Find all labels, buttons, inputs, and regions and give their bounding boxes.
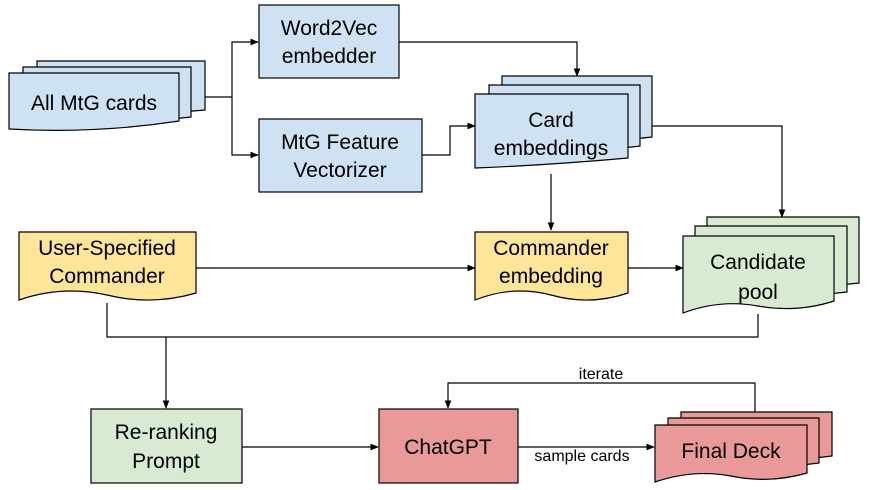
node-feature-vectorizer: MtG Feature Vectorizer: [258, 118, 423, 193]
edge-vectorizer-cardemb: [422, 122, 476, 156]
final-deck-label: Final Deck: [681, 440, 781, 463]
feature-vectorizer-line1: MtG Feature: [281, 131, 399, 154]
user-commander-line2: Commander: [49, 265, 165, 288]
edge-word2vec-cardemb: [399, 41, 581, 77]
edges: iterate sample cards: [106, 38, 786, 465]
commander-embedding-line2: embedding: [499, 265, 603, 288]
node-card-embeddings: Card embeddings: [474, 75, 653, 169]
candidate-pool-line1: Candidate: [710, 251, 806, 274]
edge-iterate-loop: [444, 382, 756, 412]
chatgpt-label: ChatGPT: [404, 436, 492, 459]
reranking-line1: Re-ranking: [115, 421, 218, 444]
word2vec-line2: embedder: [282, 45, 377, 68]
commander-embedding-line1: Commander: [493, 237, 609, 260]
node-final-deck: Final Deck: [654, 411, 833, 483]
reranking-line2: Prompt: [132, 450, 200, 473]
edge-branch-vectorizer: [231, 97, 259, 159]
node-word2vec: Word2Vec embedder: [258, 4, 400, 79]
node-reranking-prompt: Re-ranking Prompt: [90, 408, 243, 484]
feature-vectorizer-line2: Vectorizer: [293, 159, 386, 182]
edge-branch-word2vec: [231, 38, 259, 97]
all-cards-label: All MtG cards: [31, 92, 157, 115]
card-embeddings-line1: Card: [528, 109, 574, 132]
edge-user-merge: [106, 303, 759, 338]
node-user-commander: User-Specified Commander: [18, 231, 197, 301]
node-chatgpt: ChatGPT: [378, 408, 519, 484]
word2vec-line1: Word2Vec: [281, 17, 378, 40]
card-embeddings-line2: embeddings: [494, 137, 608, 160]
candidate-pool-line2: pool: [738, 281, 778, 304]
edge-cardemb-candidate: [652, 125, 786, 218]
edge-label-sample-cards: sample cards: [534, 448, 629, 465]
node-all-cards: All MtG cards: [8, 60, 206, 131]
node-candidate-pool: Candidate pool: [682, 216, 860, 314]
user-commander-line1: User-Specified: [38, 237, 176, 260]
edge-label-iterate: iterate: [579, 366, 624, 383]
node-commander-embedding: Commander embedding: [474, 231, 629, 301]
